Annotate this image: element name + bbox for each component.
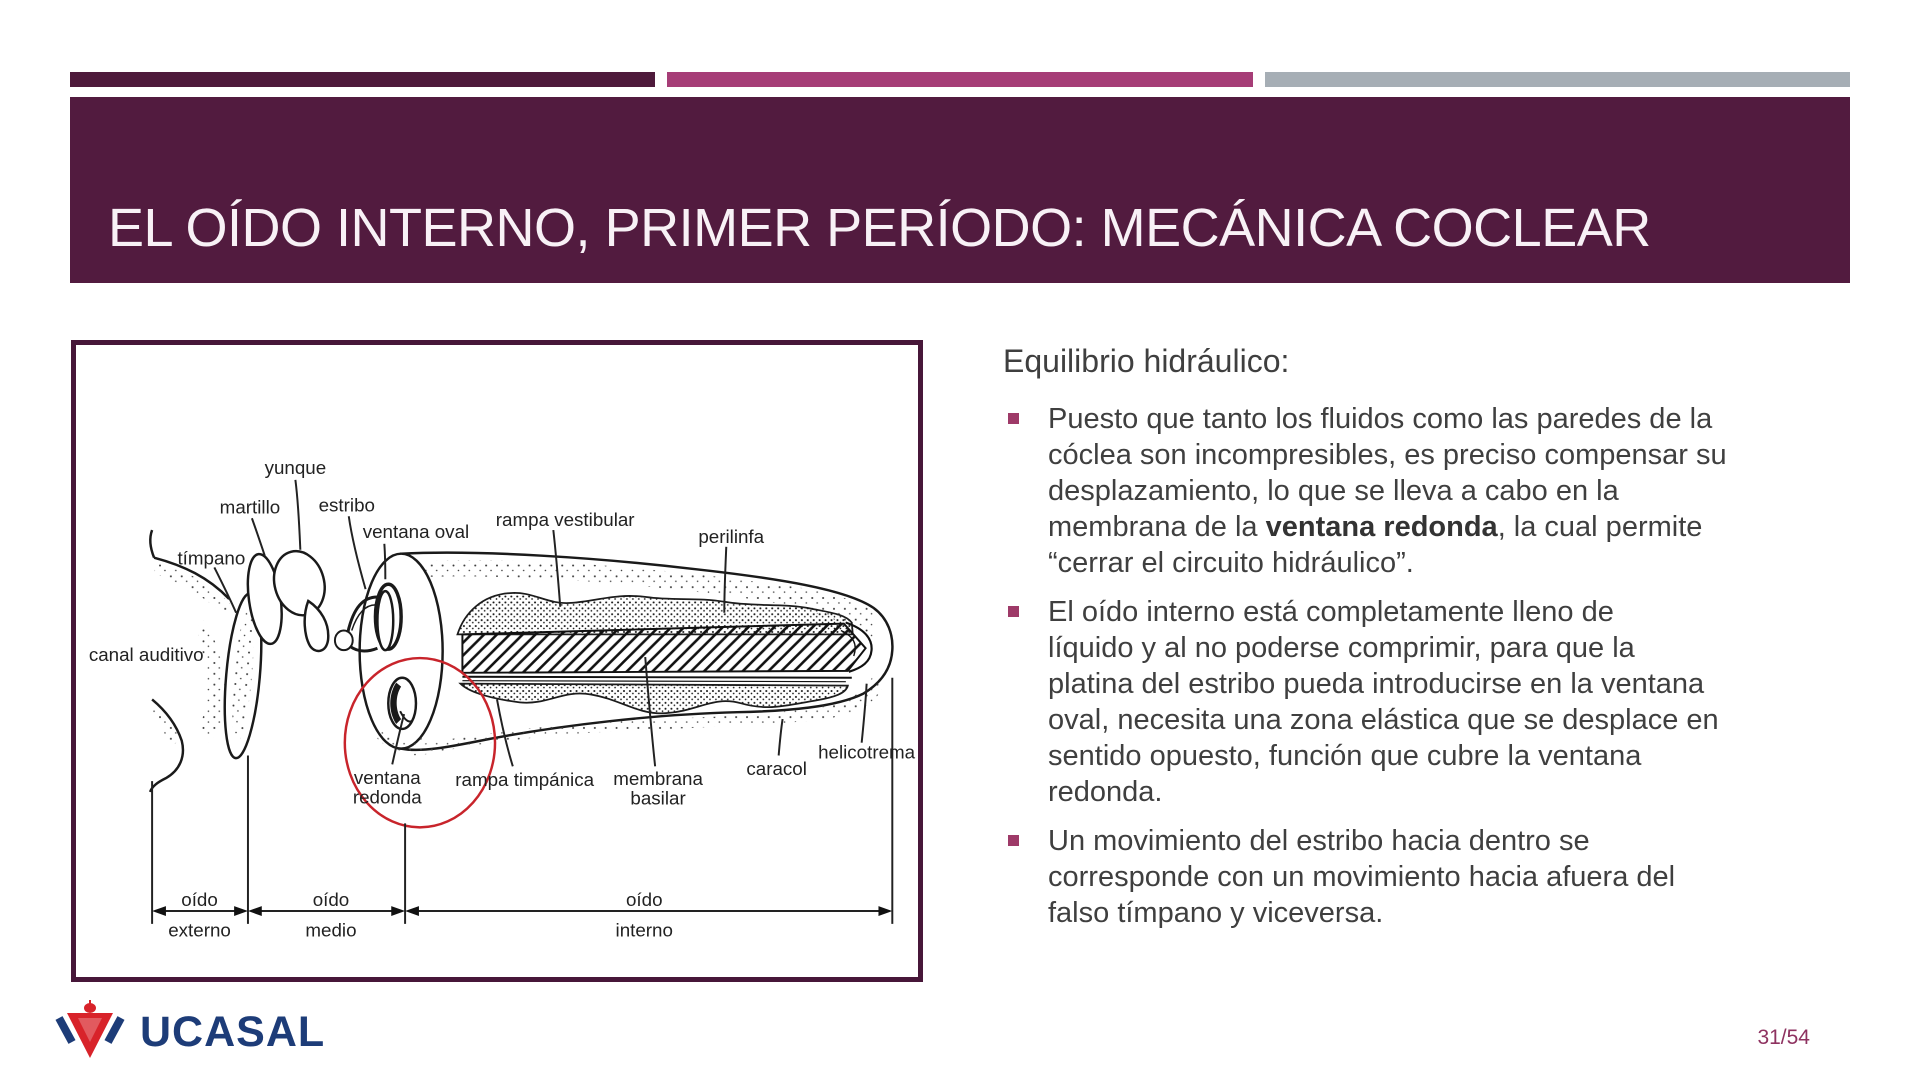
label-rampa-vestibular: rampa vestibular: [496, 509, 635, 530]
svg-text:redonda: redonda: [353, 787, 422, 808]
top-accent-bar-magenta: [667, 72, 1253, 87]
label-yunque: yunque: [265, 457, 327, 478]
svg-text:externo: externo: [168, 920, 231, 941]
ucasal-logo-text: UCASAL: [140, 1007, 326, 1056]
top-accent-bar-dark: [70, 72, 655, 87]
bullet-text: Puesto que tanto los fluidos como las pa…: [1048, 403, 1727, 579]
cochlea-drawing: [148, 529, 894, 829]
scala-media-hatched-band: [461, 622, 867, 674]
diagram-labels: canal auditivo tímpano martillo yunque e…: [89, 457, 916, 809]
diagram-leader-lines: [213, 479, 868, 767]
top-accent-bar-gray: [1265, 72, 1850, 87]
bullet-item: Un movimiento del estribo hacia dentro s…: [1003, 823, 1903, 931]
label-ventana-oval: ventana oval: [363, 521, 469, 542]
bullet-text: Un movimiento del estribo hacia dentro s…: [1048, 825, 1676, 929]
dimension-scale: oído externo oído medio oído interno: [151, 677, 894, 941]
svg-text:basilar: basilar: [630, 788, 685, 809]
svg-text:medio: medio: [305, 920, 356, 941]
body-text-column: Equilibrio hidráulico: Puesto que tanto …: [1003, 341, 1903, 944]
label-rampa-timpanica: rampa timpánica: [455, 769, 594, 790]
label-caracol: caracol: [746, 758, 807, 779]
label-oido-medio: oído: [313, 889, 350, 910]
label-estribo: estribo: [319, 494, 375, 515]
diagram-box: canal auditivo tímpano martillo yunque e…: [71, 340, 923, 982]
label-perilinfa: perilinfa: [698, 526, 764, 547]
slide-title: EL OÍDO INTERNO, PRIMER PERÍODO: MECÁNIC…: [108, 198, 1651, 258]
stapes-footplate: [376, 589, 395, 652]
label-ventana-redonda: ventana: [354, 767, 421, 788]
bullet-item: Puesto que tanto los fluidos como las pa…: [1003, 401, 1903, 581]
label-timpano: tímpano: [177, 548, 245, 569]
label-helicotrema: helicotrema: [818, 741, 916, 762]
bullet-text: El oído interno está completamente lleno…: [1048, 596, 1719, 808]
intro-text: Equilibrio hidráulico:: [1003, 343, 1290, 379]
label-canal-auditivo: canal auditivo: [89, 644, 204, 665]
label-membrana-basilar: membrana: [613, 768, 703, 789]
svg-text:interno: interno: [616, 920, 673, 941]
ucasal-logo: UCASAL: [52, 1000, 325, 1064]
bullet-item: El oído interno está completamente lleno…: [1003, 594, 1903, 810]
label-martillo: martillo: [220, 496, 280, 517]
bullet-marker: [1008, 606, 1019, 617]
scala-timpani-band: [458, 682, 849, 715]
title-band: EL OÍDO INTERNO, PRIMER PERÍODO: MECÁNIC…: [70, 97, 1850, 283]
round-window-highlight-circle: [343, 656, 497, 829]
label-oido-externo: oído: [181, 889, 218, 910]
bullet-marker: [1008, 413, 1019, 424]
ear-anatomy-diagram: canal auditivo tímpano martillo yunque e…: [89, 457, 916, 941]
bullet-marker: [1008, 835, 1019, 846]
ucasal-triangle-icon: [55, 1000, 125, 1058]
page-number: 31/54: [1757, 1026, 1810, 1049]
label-oido-interno: oído: [626, 889, 663, 910]
scala-vestibuli-band: [456, 592, 854, 636]
